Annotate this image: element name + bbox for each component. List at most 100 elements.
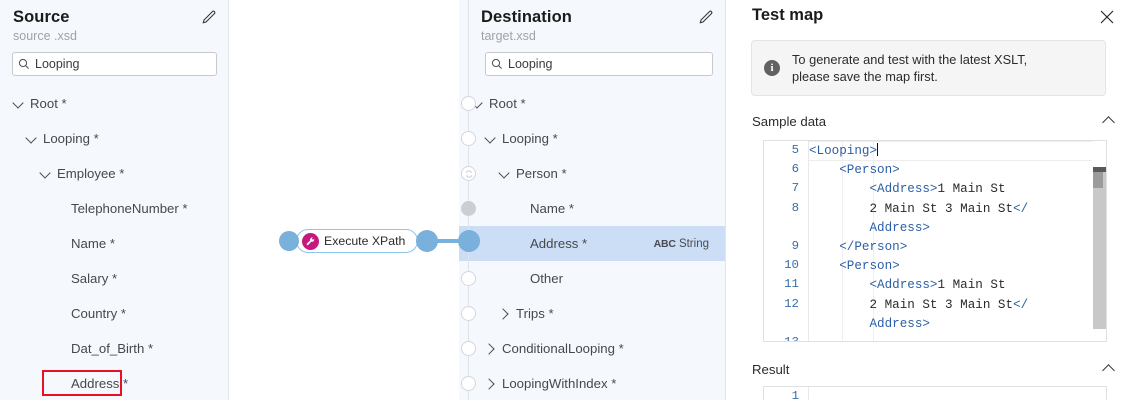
editor-code-content[interactable]: <Looping> <Person> <Address>1 Main St 2 … [809,141,1092,341]
tree-row[interactable]: Name * [459,191,725,226]
test-map-title: Test map [752,6,824,24]
editor-scrollbar-thumb[interactable] [1093,167,1106,172]
connection-handle[interactable] [460,201,476,216]
execute-xpath-node-label: Execute XPath [324,234,406,248]
editor-scrollbar-thumb-body[interactable] [1093,172,1103,188]
connection-handle[interactable] [460,271,476,286]
close-icon[interactable] [1098,8,1118,28]
repeat-loop-handle-icon[interactable] [460,166,476,181]
editor-line: <Address>1 Main St [809,180,1092,199]
tree-row[interactable]: LoopingWithIndex * [459,366,725,400]
code-token [809,259,839,273]
chevron-up-icon[interactable] [1102,113,1116,127]
connection-handle[interactable] [460,306,476,321]
chevron-right-icon[interactable] [485,342,498,355]
chevron-up-icon[interactable] [1102,361,1116,375]
code-token: <Looping> [809,144,878,158]
editor-scrollbar-track[interactable] [1093,167,1106,329]
source-search-input[interactable]: Looping [12,52,217,76]
editor-line-number: 6 [791,162,799,177]
tree-row-label: Other [530,271,563,286]
tree-row[interactable]: Country * [0,296,228,331]
tree-row[interactable]: Salary * [0,261,228,296]
node-input-handle[interactable] [279,231,299,251]
connection-handle[interactable] [460,131,476,146]
mapping-edge[interactable] [433,239,465,243]
edge-endpoint-handle[interactable] [458,230,480,252]
tree-row-label: Root * [30,96,67,111]
result-editor[interactable]: 1 [763,386,1107,400]
tree-spacer [54,342,67,355]
execute-xpath-node[interactable]: Execute XPath [296,229,419,253]
connection-handle[interactable] [460,341,476,356]
tree-row[interactable]: Root * [0,86,228,121]
tree-row-label: Looping * [43,131,99,146]
indent-guide [873,141,874,341]
save-map-info-banner: i To generate and test with the latest X… [751,40,1106,96]
editor-line-number: 12 [784,296,799,311]
code-token [809,163,839,177]
tree-row-label: Name * [71,236,115,251]
editor-line: Address> [809,219,1092,238]
chevron-down-icon[interactable] [485,132,498,145]
search-icon [13,58,35,70]
editor-line-number [764,314,808,333]
tree-row[interactable]: ConditionalLooping * [459,331,725,366]
tree-row[interactable]: Employee * [0,156,228,191]
chevron-down-icon[interactable] [40,167,53,180]
tree-row[interactable]: Address * [0,366,228,400]
tree-row[interactable]: Dat_of_Birth * [0,331,228,366]
tree-row-datatype: ABC String [653,237,709,250]
destination-search-value: Looping [508,57,553,71]
tree-row-label: Name * [530,201,574,216]
editor-line-number: 7 [791,181,799,196]
editor-line: <Person> [809,161,1092,180]
code-token: 2 Main St 3 Main St [809,297,1014,312]
mapping-canvas[interactable]: Execute XPath [230,0,480,400]
tree-row-label: TelephoneNumber * [71,201,188,216]
code-token: </Person> [839,239,908,254]
tree-row[interactable]: Looping * [0,121,228,156]
chevron-down-icon[interactable] [26,132,39,145]
editor-line-number: 8 [791,200,799,215]
code-token: 2 Main St 3 Main St [809,201,1014,216]
text-caret [877,143,879,156]
tree-row[interactable]: Other [459,261,725,296]
editor-scrollbar[interactable] [1093,141,1106,341]
editor-line: </Person> [809,238,1092,257]
tree-spacer [513,237,526,250]
tree-row[interactable]: Address *ABC String [459,226,725,261]
tree-row[interactable]: Person * [459,156,725,191]
chevron-right-icon[interactable] [499,307,512,320]
tree-row[interactable]: Looping * [459,121,725,156]
chevron-down-icon[interactable] [499,167,512,180]
source-search-value: Looping [35,57,80,71]
tree-row[interactable]: Trips * [459,296,725,331]
tree-row-label: Person * [516,166,567,181]
tree-row[interactable]: TelephoneNumber * [0,191,228,226]
destination-search-input[interactable]: Looping [485,52,713,76]
tree-row[interactable]: Name * [0,226,228,261]
destination-schema-tree: Root * Looping * Person * Name * Address *AB… [459,86,725,400]
editor-line-number: 11 [784,277,799,292]
chevron-down-icon[interactable] [13,97,26,110]
editor-line [809,334,1092,341]
tree-row[interactable]: Root * [459,86,725,121]
search-icon [486,58,508,70]
code-token [809,240,839,254]
code-token: <Address> [869,182,938,197]
source-panel-title: Source [13,8,70,26]
edit-source-schema-icon[interactable] [200,9,218,27]
chevron-right-icon[interactable] [485,377,498,390]
node-output-handle[interactable] [416,230,438,252]
code-token [809,221,869,235]
tree-row-label: Trips * [516,306,554,321]
edit-destination-schema-icon[interactable] [697,9,715,27]
connection-handle[interactable] [460,96,476,111]
code-token: <Person> [839,259,900,274]
tree-row-label: Root * [489,96,526,111]
connection-handle[interactable] [460,376,476,391]
